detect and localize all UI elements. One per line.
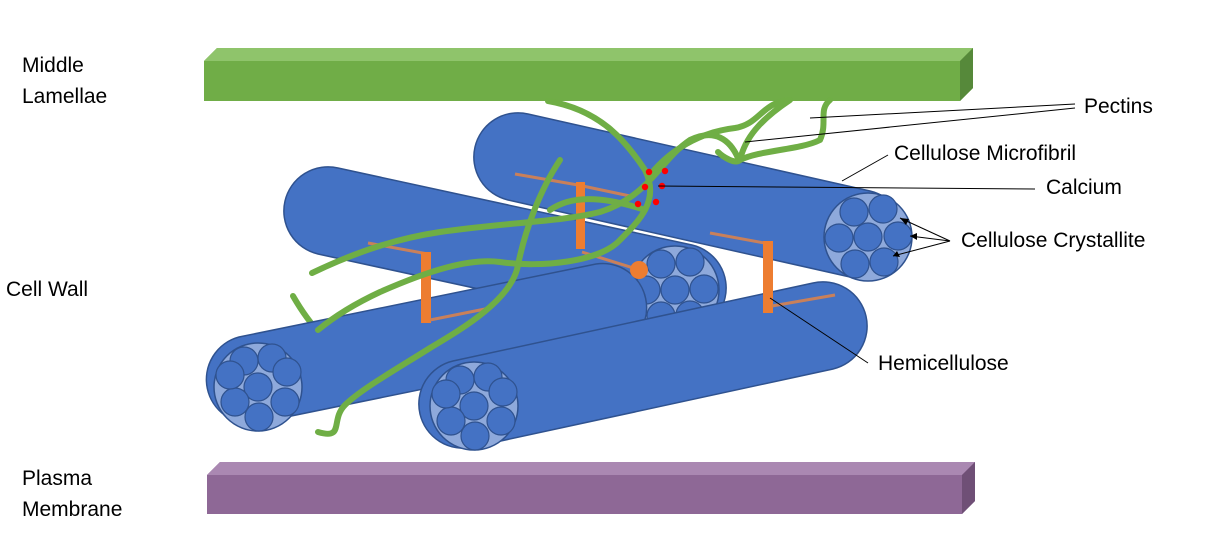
label-pectins: Pectins xyxy=(1084,95,1153,118)
microfibril-leader xyxy=(841,154,889,182)
label-middle-lamellae-line2: Lamellae xyxy=(22,85,108,108)
label-calcium: Calcium xyxy=(1046,176,1122,199)
cellulose-microfibril-bottom-right xyxy=(418,281,868,451)
label-middle-lamellae-line1: Middle xyxy=(22,54,84,77)
cellulose-microfibril-bottom-left xyxy=(205,262,648,432)
label-cell-wall: Cell Wall xyxy=(6,278,89,301)
hemicellulose-leader xyxy=(769,297,869,364)
pectins-leader-1 xyxy=(809,103,1076,119)
crystallite-leader-1 xyxy=(899,217,951,242)
plasma-membrane-slab xyxy=(207,462,975,514)
calcium-ion xyxy=(661,167,669,175)
pectin-strands xyxy=(309,97,833,437)
crystallite-arrowhead-1 xyxy=(900,218,909,225)
pectins-leader-2 xyxy=(744,107,1076,143)
crystallite-arrowhead-2 xyxy=(910,233,917,240)
calcium-ion xyxy=(641,183,649,191)
label-cellulose-microfibril: Cellulose Microfibril xyxy=(894,142,1077,165)
calcium-ion xyxy=(634,200,642,208)
leader-lines xyxy=(657,103,1076,364)
calcium-ion xyxy=(652,198,660,206)
crystallite-leader-3 xyxy=(892,240,951,257)
label-cellulose-crystallite: Cellulose Crystallite xyxy=(961,229,1146,252)
calcium-ion xyxy=(645,168,653,176)
middle-lamellae-slab xyxy=(204,48,973,101)
arrowheads xyxy=(893,218,917,257)
crystallite-arrowhead-3 xyxy=(893,251,900,257)
calcium-leader xyxy=(657,185,1036,190)
label-plasma-membrane-line1: Plasma xyxy=(22,467,93,490)
label-plasma-membrane-line2: Membrane xyxy=(22,498,123,521)
label-hemicellulose: Hemicellulose xyxy=(878,352,1009,375)
